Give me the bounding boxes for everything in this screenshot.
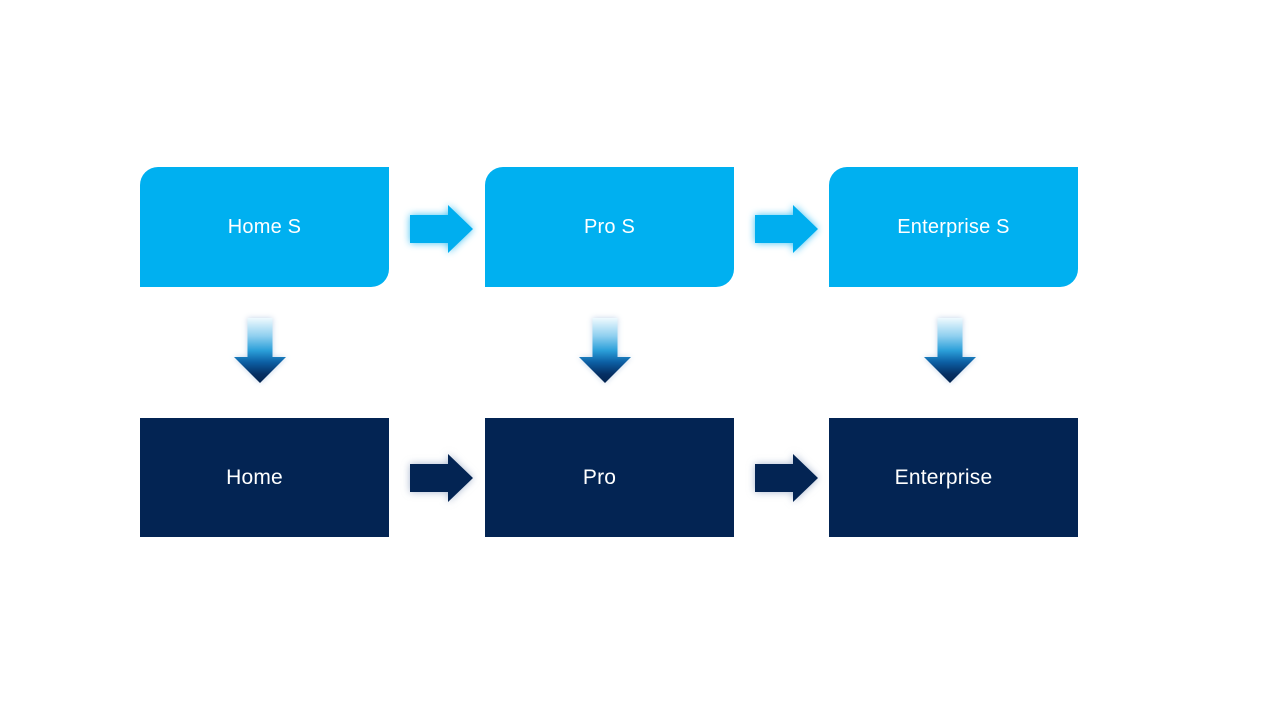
- right-arrow-icon: [410, 454, 473, 502]
- right-arrow-icon: [755, 454, 818, 502]
- right-arrow-icon: [410, 205, 473, 253]
- box-enterprise-s-label: Enterprise S: [897, 215, 1010, 238]
- box-home: Home: [140, 418, 389, 537]
- right-arrow-icon: [755, 205, 818, 253]
- box-pro-s-label: Pro S: [583, 215, 636, 238]
- box-home-s: Home S: [140, 167, 389, 287]
- down-arrow-icon: [924, 318, 976, 383]
- box-home-label: Home: [226, 465, 283, 489]
- box-enterprise-s: Enterprise S: [829, 167, 1078, 287]
- box-pro-s: Pro S: [485, 167, 734, 287]
- down-arrow-icon: [234, 318, 286, 383]
- box-enterprise-label: Enterprise: [894, 465, 993, 489]
- box-pro-label: Pro: [582, 465, 617, 489]
- down-arrow-icon: [579, 318, 631, 383]
- box-enterprise: Enterprise: [829, 418, 1078, 537]
- box-pro: Pro: [485, 418, 734, 537]
- box-home-s-label: Home S: [227, 215, 302, 238]
